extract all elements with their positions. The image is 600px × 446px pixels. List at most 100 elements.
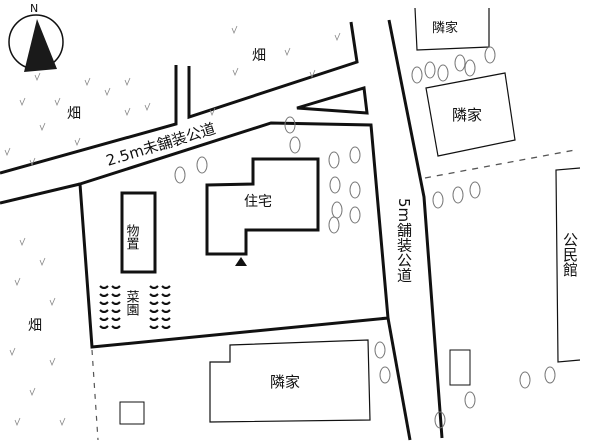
- field-check-mark: [9, 347, 16, 357]
- boundary-dashed: [424, 149, 576, 179]
- field-check-mark: [74, 137, 81, 147]
- field-check-mark: [231, 25, 238, 35]
- tree-icon: [331, 201, 343, 219]
- tree-icon: [464, 391, 476, 409]
- field-check-mark: [309, 69, 316, 79]
- field-check-mark: [34, 72, 41, 82]
- site-parcel: [78, 121, 390, 349]
- neighbor-south-label: 隣家: [270, 373, 300, 391]
- shed-label: 物置: [124, 224, 140, 250]
- field-check-mark: [19, 237, 26, 247]
- field-check-mark: [4, 147, 11, 157]
- field-check-mark: [84, 77, 91, 87]
- tree-icon: [411, 66, 423, 84]
- entrance-marker-icon: [235, 257, 247, 266]
- tree-icon: [519, 371, 531, 389]
- trees: [174, 46, 556, 429]
- house-building: [205, 157, 320, 256]
- tree-icon: [469, 181, 481, 199]
- garden-crop-mark: [99, 317, 109, 321]
- garden-crop-mark: [111, 317, 121, 321]
- garden-crop-mark: [161, 301, 171, 305]
- tree-icon: [379, 366, 391, 384]
- tree-icon: [437, 64, 449, 82]
- field-check-mark: [39, 257, 46, 267]
- neighbor-upper-right-label: 隣家: [452, 106, 482, 124]
- tree-icon: [289, 136, 301, 154]
- garden-crop-mark: [99, 309, 109, 313]
- field-left-label: 畑: [67, 106, 81, 122]
- community-hall-label: 公民館: [561, 232, 579, 277]
- tree-icon: [284, 116, 296, 134]
- tree-icon: [328, 216, 340, 234]
- neighbor-top: 隣家: [414, 7, 490, 51]
- garden-crop-mark: [111, 309, 121, 313]
- tree-icon: [196, 156, 208, 174]
- north-compass: N: [8, 2, 64, 72]
- garden-rows: [99, 285, 171, 329]
- garden-crop-mark: [149, 325, 159, 329]
- triangle-plot: [296, 86, 369, 115]
- garden-crop-mark: [161, 285, 171, 289]
- tree-icon: [328, 151, 340, 169]
- field-check-mark: [49, 297, 56, 307]
- road-east-lines: [386, 19, 444, 441]
- field-check-mark: [209, 107, 216, 117]
- shed-building: [120, 191, 157, 274]
- field-check-mark: [14, 417, 21, 427]
- garden-crop-mark: [161, 309, 171, 313]
- house-label: 住宅: [244, 194, 272, 210]
- north-arrow-icon: [24, 19, 57, 72]
- field-check-mark: [49, 357, 56, 367]
- garden-crop-mark: [161, 317, 171, 321]
- tree-icon: [329, 176, 341, 194]
- neighbor-upper-right: 隣家: [425, 72, 516, 157]
- tree-icon: [424, 61, 436, 79]
- garden-crop-mark: [161, 325, 171, 329]
- garden-crop-mark: [111, 325, 121, 329]
- small-structure-right: [449, 349, 471, 386]
- garden-crop-mark: [149, 309, 159, 313]
- field-marks: [4, 25, 341, 427]
- tree-icon: [454, 54, 466, 72]
- garden-label: 菜園: [124, 290, 140, 316]
- field-bottom-label: 畑: [28, 318, 42, 334]
- garden-crop-mark: [149, 293, 159, 297]
- field-check-mark: [29, 157, 36, 167]
- field-top-label: 畑: [252, 48, 266, 64]
- garden-crop-mark: [149, 317, 159, 321]
- field-check-mark: [334, 32, 341, 42]
- field-check-mark: [124, 77, 131, 87]
- field-check-mark: [232, 67, 239, 77]
- road-north-lines: [0, 21, 359, 205]
- garden-crop-mark: [149, 301, 159, 305]
- tree-icon: [174, 166, 186, 184]
- tree-icon: [349, 146, 361, 164]
- garden-crop-mark: [99, 285, 109, 289]
- tree-icon: [432, 191, 444, 209]
- neighbor-top-label: 隣家: [432, 20, 458, 36]
- field-check-mark: [104, 87, 111, 97]
- garden-crop-mark: [161, 293, 171, 297]
- field-check-mark: [284, 47, 291, 57]
- field-check-mark: [39, 122, 46, 132]
- tree-icon: [374, 341, 386, 359]
- garden-crop-mark: [99, 293, 109, 297]
- community-hall: 公民館: [555, 167, 581, 363]
- garden-crop-mark: [111, 301, 121, 305]
- tree-icon: [464, 59, 476, 77]
- garden-crop-mark: [111, 285, 121, 289]
- garden-crop-mark: [99, 325, 109, 329]
- tree-icon: [434, 411, 446, 429]
- field-check-mark: [29, 387, 36, 397]
- field-check-mark: [59, 417, 66, 427]
- small-structure: [119, 401, 145, 425]
- north-label: N: [30, 2, 38, 15]
- garden-crop-mark: [149, 285, 159, 289]
- tree-icon: [349, 181, 361, 199]
- tree-icon: [452, 186, 464, 204]
- garden-crop-mark: [99, 301, 109, 305]
- garden-crop-mark: [111, 293, 121, 297]
- tree-icon: [544, 366, 556, 384]
- field-check-mark: [14, 277, 21, 287]
